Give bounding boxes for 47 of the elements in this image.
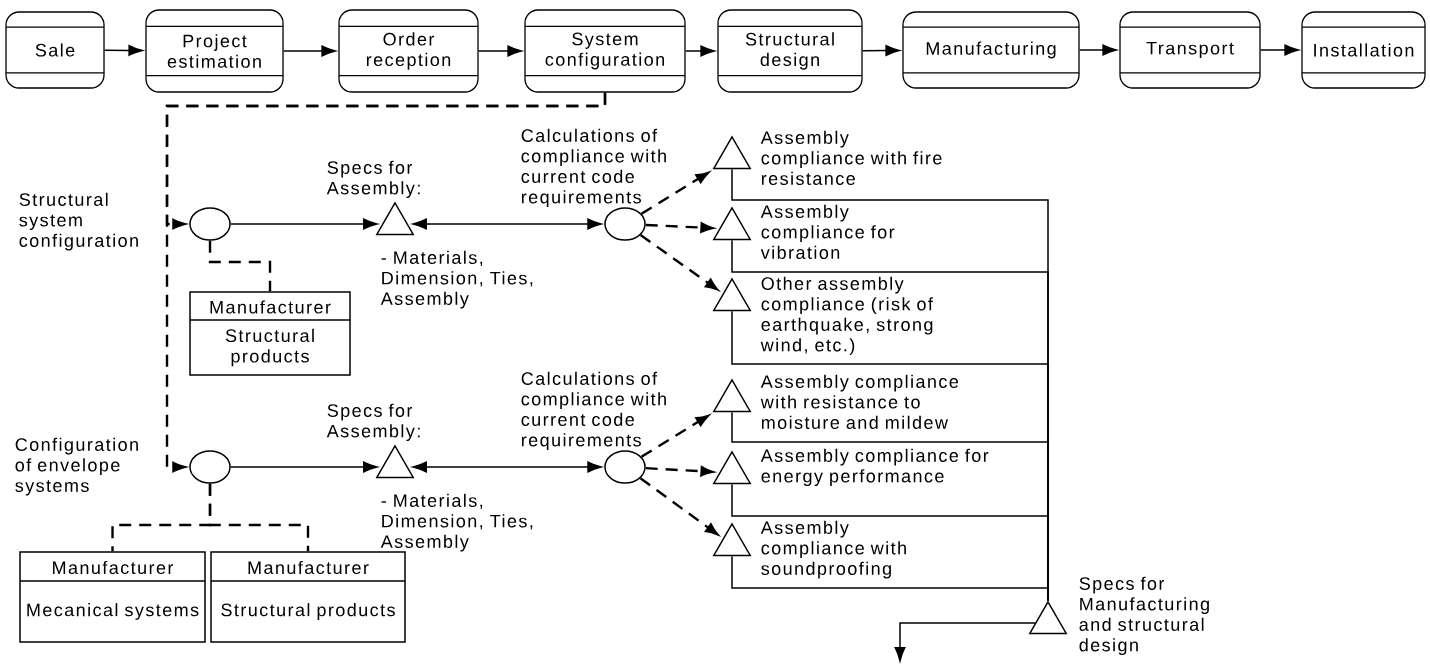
arrow [645,222,714,233]
arrow [861,45,900,56]
process-box: Manufacturing [902,11,1080,89]
arrow [894,622,1036,662]
triangle-label: Specs for Assembly: [326,160,420,198]
connector-line [208,483,310,552]
connector-line [208,240,272,292]
arrow [230,218,378,230]
connector-line [731,555,1049,602]
node-caption: Configuration of envelope systems [15,437,138,496]
process-box: Installation [1301,11,1426,89]
arrow [103,45,143,56]
triangle-label: Specs for Manufacturing and structural design [1079,576,1209,655]
arrow [640,414,709,458]
arrow [684,45,715,57]
triangle-label: Assembly compliance for energy performance [760,448,989,486]
process-box: Order reception [338,9,479,93]
triangle-label: Other assembly compliance (risk of earthquake, strong wind, etc.) [760,276,933,355]
supplier-box: Manufacturer Structural products [210,551,406,643]
node-caption: Calculations of compliance with current code requirements [521,128,666,207]
arrow [1078,44,1117,56]
process-box: Sale [5,11,105,89]
arrow [230,461,378,473]
triangle-label: Assembly compliance for vibration [760,204,895,259]
process-box: System configuration [524,9,686,93]
supplier-box: Manufacturer Structural products [189,291,351,376]
arrow [639,477,719,536]
process-box: Project estimation [145,9,284,93]
arrow [1259,44,1299,56]
arrow [165,92,607,473]
arrow [639,234,719,291]
triangle-label: - Materials, Dimension, Ties, Assembly [380,250,533,309]
supplier-box: Manufacturer Mecanical systems [19,551,206,643]
triangle-label: Assembly compliance with resistance to moisture and mildew [760,374,958,429]
node-caption: Calculations of compliance with current code requirements [521,371,666,450]
node-caption: Structural system configuration [19,192,138,251]
triangle-label: Assembly compliance with soundproofing [760,520,906,579]
arrow [645,466,714,477]
arrow [477,45,522,57]
process-box: Structural design [717,9,863,93]
triangle-label: - Materials, Dimension, Ties, Assembly [380,493,533,552]
arrow [282,45,336,57]
triangle-label: Specs for Assembly: [326,403,420,441]
arrow [412,461,602,473]
process-box: Transport [1119,11,1261,89]
arrow [412,218,602,230]
triangle-label: Assembly compliance with fire resistance [760,130,942,185]
